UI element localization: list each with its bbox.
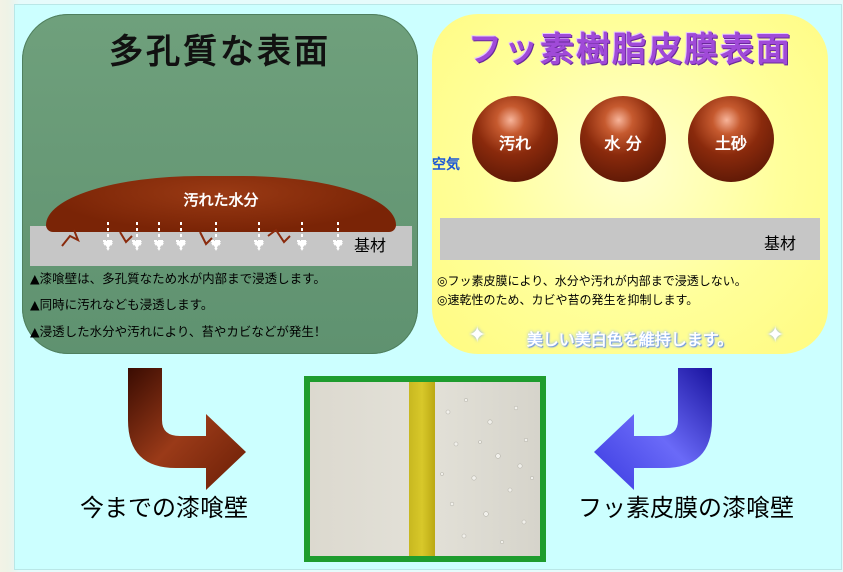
caption-fluororesin-plaster: フッ素皮膜の漆喰壁 xyxy=(578,494,794,522)
right-note-2: ◎速乾性のため、カビや苔の発生を抑制します。 xyxy=(437,293,699,307)
sparkle-icon: ✦ xyxy=(766,323,785,348)
stain-marks xyxy=(61,228,291,247)
dirty-water-label: 汚れた水分 xyxy=(183,191,259,209)
fluororesin-surface-panel xyxy=(432,14,828,354)
left-substrate-label: 基材 xyxy=(354,236,387,255)
water-ball xyxy=(580,96,666,182)
dirt-ball xyxy=(472,96,558,182)
caption-conventional-plaster: 今までの漆喰壁 xyxy=(80,494,248,522)
down-arrow-icon xyxy=(101,222,345,251)
whiteness-banner: 美しい美白色を維持します。 xyxy=(526,330,734,349)
water-ball-label: 水 分 xyxy=(604,134,642,153)
air-label: 空気 xyxy=(432,157,460,173)
water-droplets xyxy=(440,398,534,544)
right-substrate xyxy=(440,218,820,260)
left-substrate xyxy=(30,226,412,266)
porous-surface-title: 多孔質な表面 xyxy=(109,32,331,72)
right-substrate-label: 基材 xyxy=(764,234,797,253)
left-note-3: ▲浸透した水分や汚れにより、苔やカビなどが発生！ xyxy=(30,324,327,339)
sand-ball xyxy=(688,96,774,182)
left-note-2: ▲同時に汚れなども浸透します。 xyxy=(30,297,214,312)
sand-ball-label: 土砂 xyxy=(714,134,747,153)
right-note-1: ◎フッ素皮膜により、水分や汚れが内部まで浸透しない。 xyxy=(437,274,747,288)
dirt-ball-label: 汚れ xyxy=(498,134,531,153)
left-note-1: ▲漆喰壁は、多孔質なため水が内部まで浸透します。 xyxy=(30,271,326,286)
fluororesin-surface-title: フッ素樹脂皮膜表面 xyxy=(468,30,792,70)
sparkle-icon: ✦ xyxy=(468,323,487,348)
photo-divider-tape xyxy=(409,382,435,556)
